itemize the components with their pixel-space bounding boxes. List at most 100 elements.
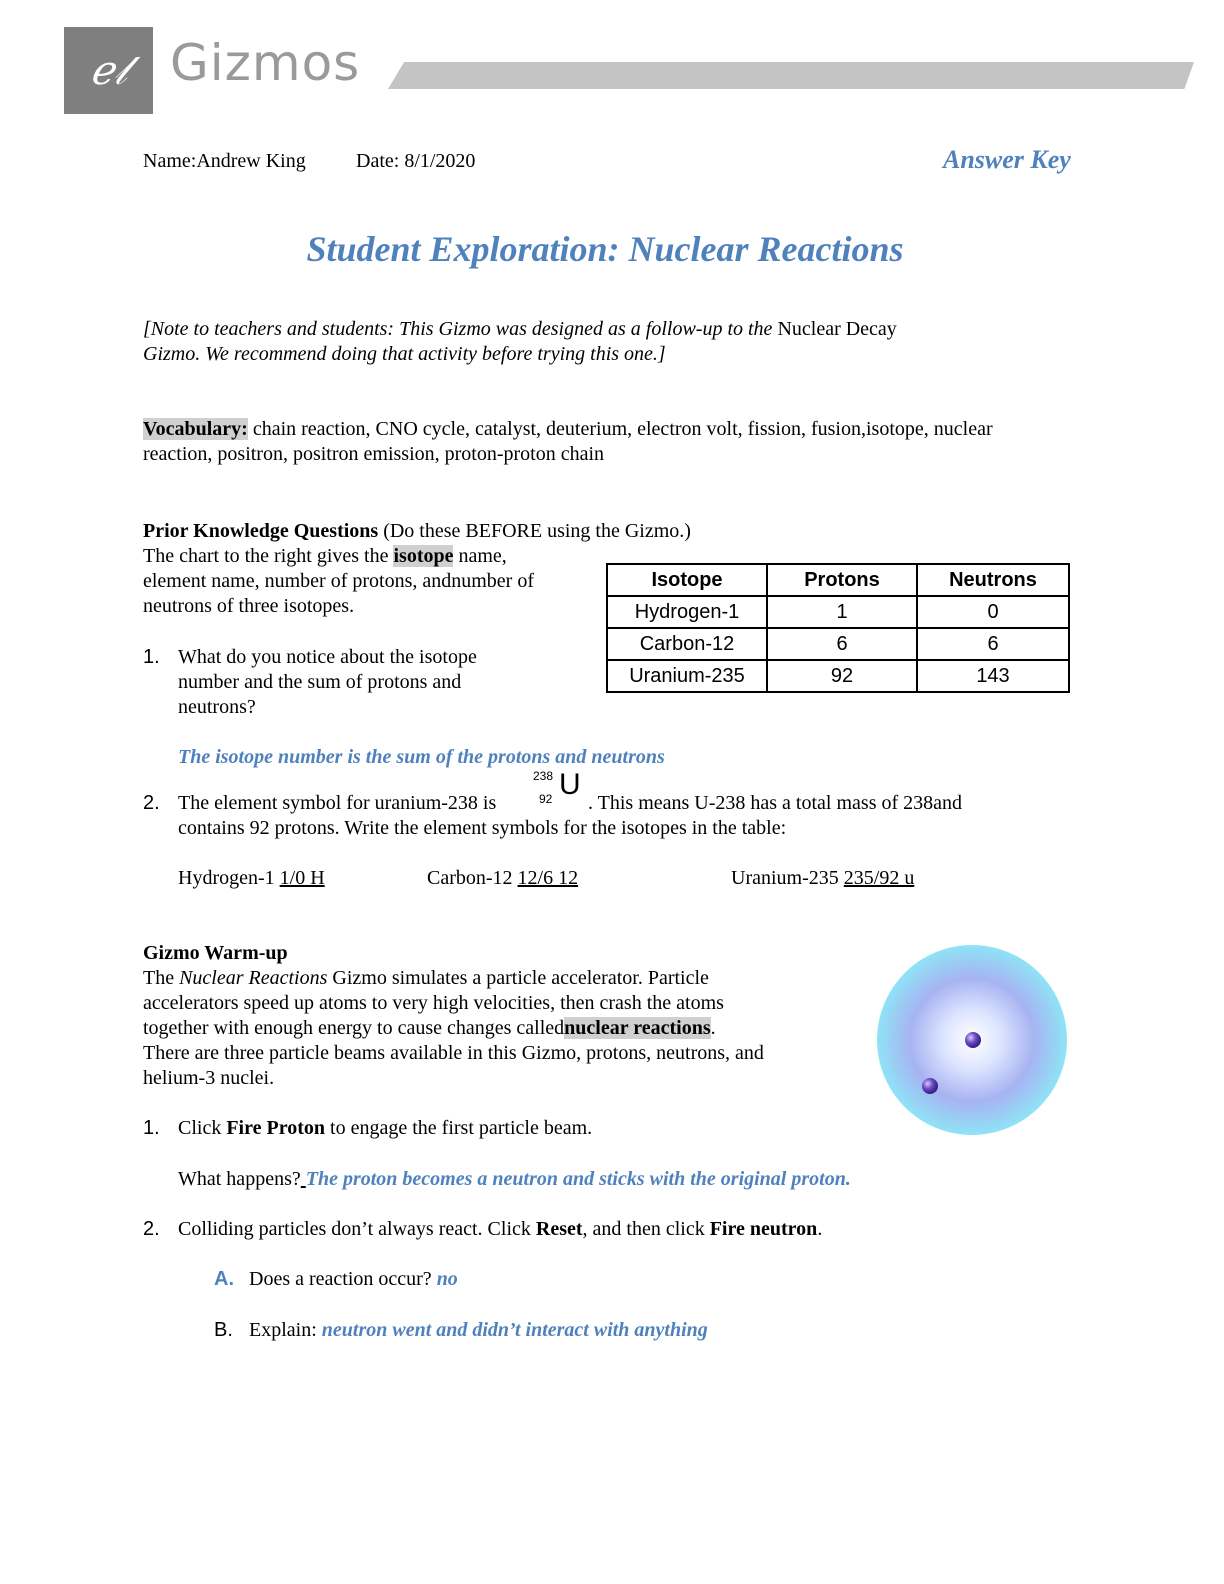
answer-key-label: Answer Key <box>943 145 1071 174</box>
warmup-line3-a: together with enough energy to cause cha… <box>143 1017 565 1039</box>
prior-q1-line-3: neutrons? <box>178 696 256 718</box>
warmup-q1-a: Click <box>178 1117 227 1139</box>
table-header-row: Isotope Protons Neutrons <box>606 563 1070 597</box>
warmup-q1-answer: The proton becomes a neutron and sticks … <box>305 1168 851 1190</box>
date-field: Date: 8/1/2020 <box>356 149 475 174</box>
prior-intro-2: element name, number of protons, andnumb… <box>143 570 534 592</box>
warmup-q1-c: to engage the first particle beam. <box>325 1117 593 1139</box>
prior-q1-line-2: number and the sum of protons and <box>178 671 462 693</box>
header-neutrons: Neutrons <box>916 563 1070 597</box>
warmup-heading: Gizmo Warm-up <box>143 941 288 966</box>
name-value: Andrew King <box>196 150 306 172</box>
warmup-q1-text: Click Fire Proton to engage the first pa… <box>178 1116 592 1141</box>
warmup-q2a-letter: A. <box>214 1268 234 1290</box>
warmup-p-a: The <box>143 967 180 989</box>
warmup-line3-c: . <box>710 1017 716 1039</box>
explorelearning-logo: ℯ𝓁 <box>64 27 153 114</box>
carbon-12-answer: 12/6 12 <box>517 867 579 889</box>
note-nuclear-decay: Nuclear Decay <box>777 318 897 340</box>
cell-neutrons: 6 <box>916 627 1070 661</box>
particle-accelerator-illustration <box>877 945 1067 1135</box>
nuclear-reactions-term: nuclear reactions <box>564 1017 711 1039</box>
logo-glyph: ℯ𝓁 <box>90 47 127 94</box>
warmup-q2-c: , and then click <box>582 1218 710 1240</box>
proton-particle <box>965 1032 981 1048</box>
uranium-235-label: Uranium-235 <box>731 867 844 889</box>
date-value: 8/1/2020 <box>404 150 476 172</box>
note-part2: Gizmo. We recommend doing that activity … <box>143 343 666 365</box>
note-part1: [Note to teachers and students: This Giz… <box>143 318 778 340</box>
table-row: Carbon-12 6 6 <box>606 627 1070 661</box>
fire-proton-term: Fire Proton <box>226 1117 326 1139</box>
gizmos-brand: Gizmos <box>170 34 361 92</box>
warmup-q2b-question: Explain: <box>249 1319 322 1341</box>
warmup-q2a-text: Does a reaction occur? no <box>249 1267 458 1292</box>
prior-q2-line-2: contains 92 protons. Write the element s… <box>178 817 787 839</box>
cell-protons: 1 <box>766 595 918 629</box>
cell-protons: 6 <box>766 627 918 661</box>
prior-q1-number: 1. <box>143 646 160 668</box>
cell-isotope: Uranium-235 <box>606 659 768 693</box>
vocabulary-label: Vocabulary: <box>143 418 248 440</box>
carbon-12-symbol-answer: Carbon-12 12/6 12 <box>427 866 578 891</box>
warmup-line-4: There are three particle beams available… <box>143 1042 764 1064</box>
page-title: Student Exploration: Nuclear Reactions <box>306 229 904 269</box>
warmup-q2a-answer: no <box>436 1268 458 1290</box>
warmup-q2-a: Colliding particles don’t always react. … <box>178 1218 536 1240</box>
reset-term: Reset <box>535 1218 583 1240</box>
warmup-p-c: Gizmo simulates a particle accelerator. … <box>327 967 709 989</box>
prior-intro-1c: name, <box>453 545 507 567</box>
fire-neutron-term: Fire neutron <box>709 1218 818 1240</box>
prior-q2-text-b: . This means U-238 has a total mass of 2… <box>588 792 963 814</box>
isotope-term: isotope <box>393 545 454 567</box>
warmup-q2b-letter: B. <box>214 1319 233 1341</box>
header-protons: Protons <box>766 563 918 597</box>
warmup-q1-number: 1. <box>143 1117 160 1139</box>
table-row: Uranium-235 92 143 <box>606 659 1070 693</box>
warmup-heading-text: Gizmo Warm-up <box>143 942 288 964</box>
warmup-line-5: helium-3 nuclei. <box>143 1067 275 1089</box>
note-line-2: Gizmo. We recommend doing that activity … <box>143 342 666 367</box>
warmup-q2-number: 2. <box>143 1218 160 1240</box>
warmup-q2b-text: Explain: neutron went and didn’t interac… <box>249 1318 708 1343</box>
vocabulary-line-2: reaction, positron, positron emission, p… <box>143 443 605 465</box>
uranium-235-symbol-answer: Uranium-235 235/92 u <box>731 866 914 891</box>
warmup-q1-prompt-line: What happens? The proton becomes a neutr… <box>178 1167 851 1192</box>
header-isotope: Isotope <box>606 563 768 597</box>
prior-q1-line-1: What do you notice about the isotope <box>178 646 477 668</box>
prior-heading-note: (Do these BEFORE using the Gizmo.) <box>378 520 691 542</box>
cell-isotope: Hydrogen-1 <box>606 595 768 629</box>
prior-knowledge-heading: Prior Knowledge Questions (Do these BEFO… <box>143 519 691 544</box>
warmup-q2-text: Colliding particles don’t always react. … <box>178 1217 822 1242</box>
warmup-line-1: The Nuclear Reactions Gizmo simulates a … <box>143 966 709 991</box>
prior-intro-1: The chart to the right gives the isotope… <box>143 544 507 569</box>
warmup-q1-prompt: What happens? <box>178 1168 301 1190</box>
name-field: Name:Andrew King <box>143 149 306 174</box>
prior-q2-number: 2. <box>143 792 160 814</box>
hydrogen-1-symbol-answer: Hydrogen-1 1/0 H <box>178 866 325 891</box>
warmup-gizmo-name: Nuclear Reactions <box>179 967 328 989</box>
vocabulary-line-1: Vocabulary: chain reaction, CNO cycle, c… <box>143 417 993 442</box>
prior-intro-1a: The chart to the right gives the <box>143 545 394 567</box>
prior-q2-text-a: The element symbol for uranium-238 is <box>178 792 497 814</box>
cell-neutrons: 143 <box>916 659 1070 693</box>
proton-particle <box>922 1078 938 1094</box>
header-bar <box>388 62 1194 89</box>
carbon-12-label: Carbon-12 <box>427 867 518 889</box>
uranium-235-answer: 235/92 u <box>843 867 915 889</box>
cell-protons: 92 <box>766 659 918 693</box>
symbol-letter: U <box>559 768 581 801</box>
prior-intro-3: neutrons of three isotopes. <box>143 595 355 617</box>
prior-q1-answer: The isotope number is the sum of the pro… <box>178 746 665 768</box>
symbol-atomic-number: 92 <box>539 792 553 806</box>
note-line-1: [Note to teachers and students: This Giz… <box>143 317 897 342</box>
table-row: Hydrogen-1 1 0 <box>606 595 1070 629</box>
hydrogen-1-label: Hydrogen-1 <box>178 867 280 889</box>
symbol-mass-number: 238 <box>533 769 554 783</box>
prior-heading: Prior Knowledge Questions <box>143 520 379 542</box>
warmup-q2-e: . <box>817 1218 823 1240</box>
warmup-q2b-answer: neutron went and didn’t interact with an… <box>321 1319 708 1341</box>
isotope-table: Isotope Protons Neutrons Hydrogen-1 1 0 … <box>606 563 1070 693</box>
warmup-line-3: together with enough energy to cause cha… <box>143 1016 716 1041</box>
cell-isotope: Carbon-12 <box>606 627 768 661</box>
